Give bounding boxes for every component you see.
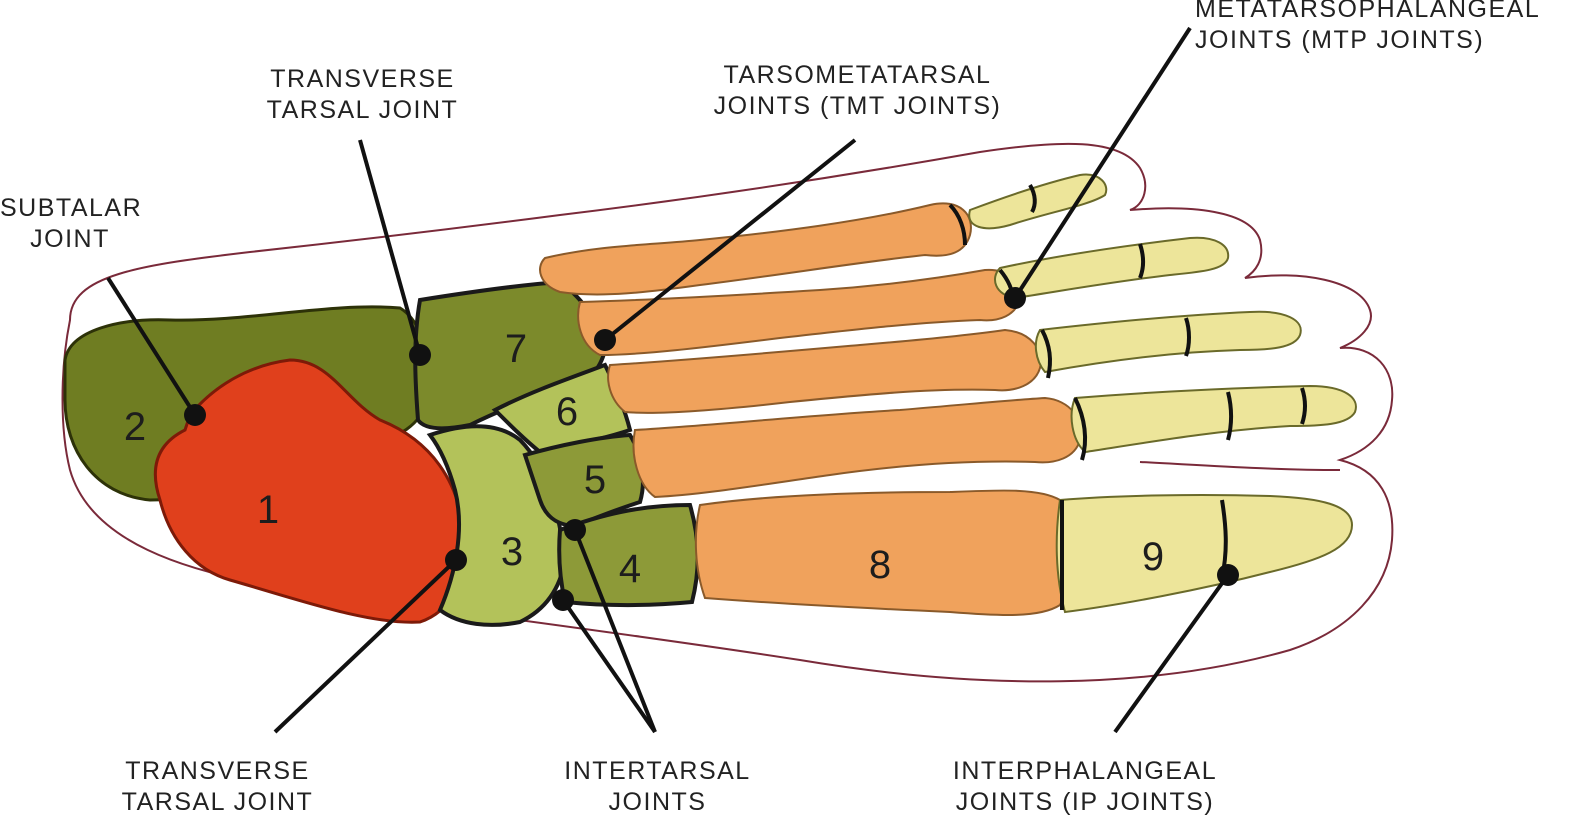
label-transverse-tarsal-joint-bottom: TRANSVERSE TARSAL JOINT: [110, 756, 325, 818]
joint-lines: [948, 183, 1307, 610]
metatarsal-3: [607, 328, 1042, 414]
bone-number-4: 4: [619, 547, 641, 591]
phalanx-toe-3: [994, 236, 1230, 300]
label-tarsometatarsal-joints: TARSOMETATARSAL JOINTS (TMT JOINTS): [705, 60, 1010, 122]
subtalar-joint-dot: [184, 404, 206, 426]
label-subtalar-line1: SUBTALAR: [0, 194, 143, 222]
label-tmt-line1: TARSOMETATARSAL: [723, 61, 992, 89]
label-transverse-top-line1: TRANSVERSE: [270, 65, 455, 93]
transverse-tarsal-joint-dot-top: [409, 344, 431, 366]
label-ip-line1: INTERPHALANGEAL: [952, 757, 1218, 785]
bone-number-6: 6: [556, 390, 578, 434]
intertarsal-joint-dot-b: [552, 589, 574, 611]
bone-number-8: 8: [869, 543, 891, 587]
phalanx-toe-5: [1070, 384, 1357, 454]
label-tmt-line2: JOINTS (TMT JOINTS): [713, 92, 1002, 120]
tmt-joint-dot: [594, 329, 616, 351]
pointer-lines: [106, 26, 1230, 734]
metatarsal-2: [577, 268, 1022, 357]
intertarsal-joint-dot-a: [564, 519, 586, 541]
label-mtp-line2: JOINTS (MTP JOINTS): [1195, 26, 1485, 54]
label-transverse-bottom-line2: TARSAL JOINT: [121, 788, 314, 816]
bone-number-3: 3: [501, 530, 523, 574]
bone-number-5: 5: [584, 458, 606, 502]
phalanx-toe-2: [968, 173, 1108, 230]
toe-separation-line: [1139, 461, 1341, 471]
cuneiform-5-bone: [522, 432, 645, 529]
phalanx-toe-4: [1034, 310, 1302, 374]
label-subtalar-line2: JOINT: [30, 225, 110, 253]
label-intertarsal-line2: JOINTS: [608, 788, 707, 816]
joint-dots: [184, 287, 1239, 611]
ip-joint-dot: [1217, 564, 1239, 586]
bone-number-9: 9: [1142, 535, 1164, 579]
mtp-joint-dot: [1004, 287, 1026, 309]
label-interphalangeal-joints: INTERPHALANGEAL JOINTS (IP JOINTS): [935, 756, 1235, 818]
label-mtp-line1: METATARSOPHALANGEAL: [1195, 0, 1541, 23]
label-transverse-bottom-line1: TRANSVERSE: [125, 757, 310, 785]
phalanx-great-toe: [1055, 494, 1354, 614]
label-metatarsophalangeal-joints: METATARSOPHALANGEAL JOINTS (MTP JOINTS): [1195, 0, 1575, 56]
transverse-tarsal-joint-dot-bottom: [445, 549, 467, 571]
metatarsal-1: [539, 202, 972, 296]
label-intertarsal-line1: INTERTARSAL: [564, 757, 751, 785]
metatarsal-4: [632, 396, 1082, 499]
cuneiform-6-bone: [491, 362, 633, 455]
bone-number-7: 7: [505, 327, 527, 371]
bone-number-1: 1: [257, 488, 279, 532]
label-intertarsal-joints: INTERTARSAL JOINTS: [555, 756, 760, 818]
label-subtalar-joint: SUBTALAR JOINT: [0, 193, 143, 255]
label-ip-line2: JOINTS (IP JOINTS): [955, 788, 1215, 816]
label-transverse-tarsal-joint-top: TRANSVERSE TARSAL JOINT: [255, 64, 470, 126]
bone-number-2: 2: [124, 405, 146, 449]
label-transverse-top-line2: TARSAL JOINT: [266, 96, 459, 124]
